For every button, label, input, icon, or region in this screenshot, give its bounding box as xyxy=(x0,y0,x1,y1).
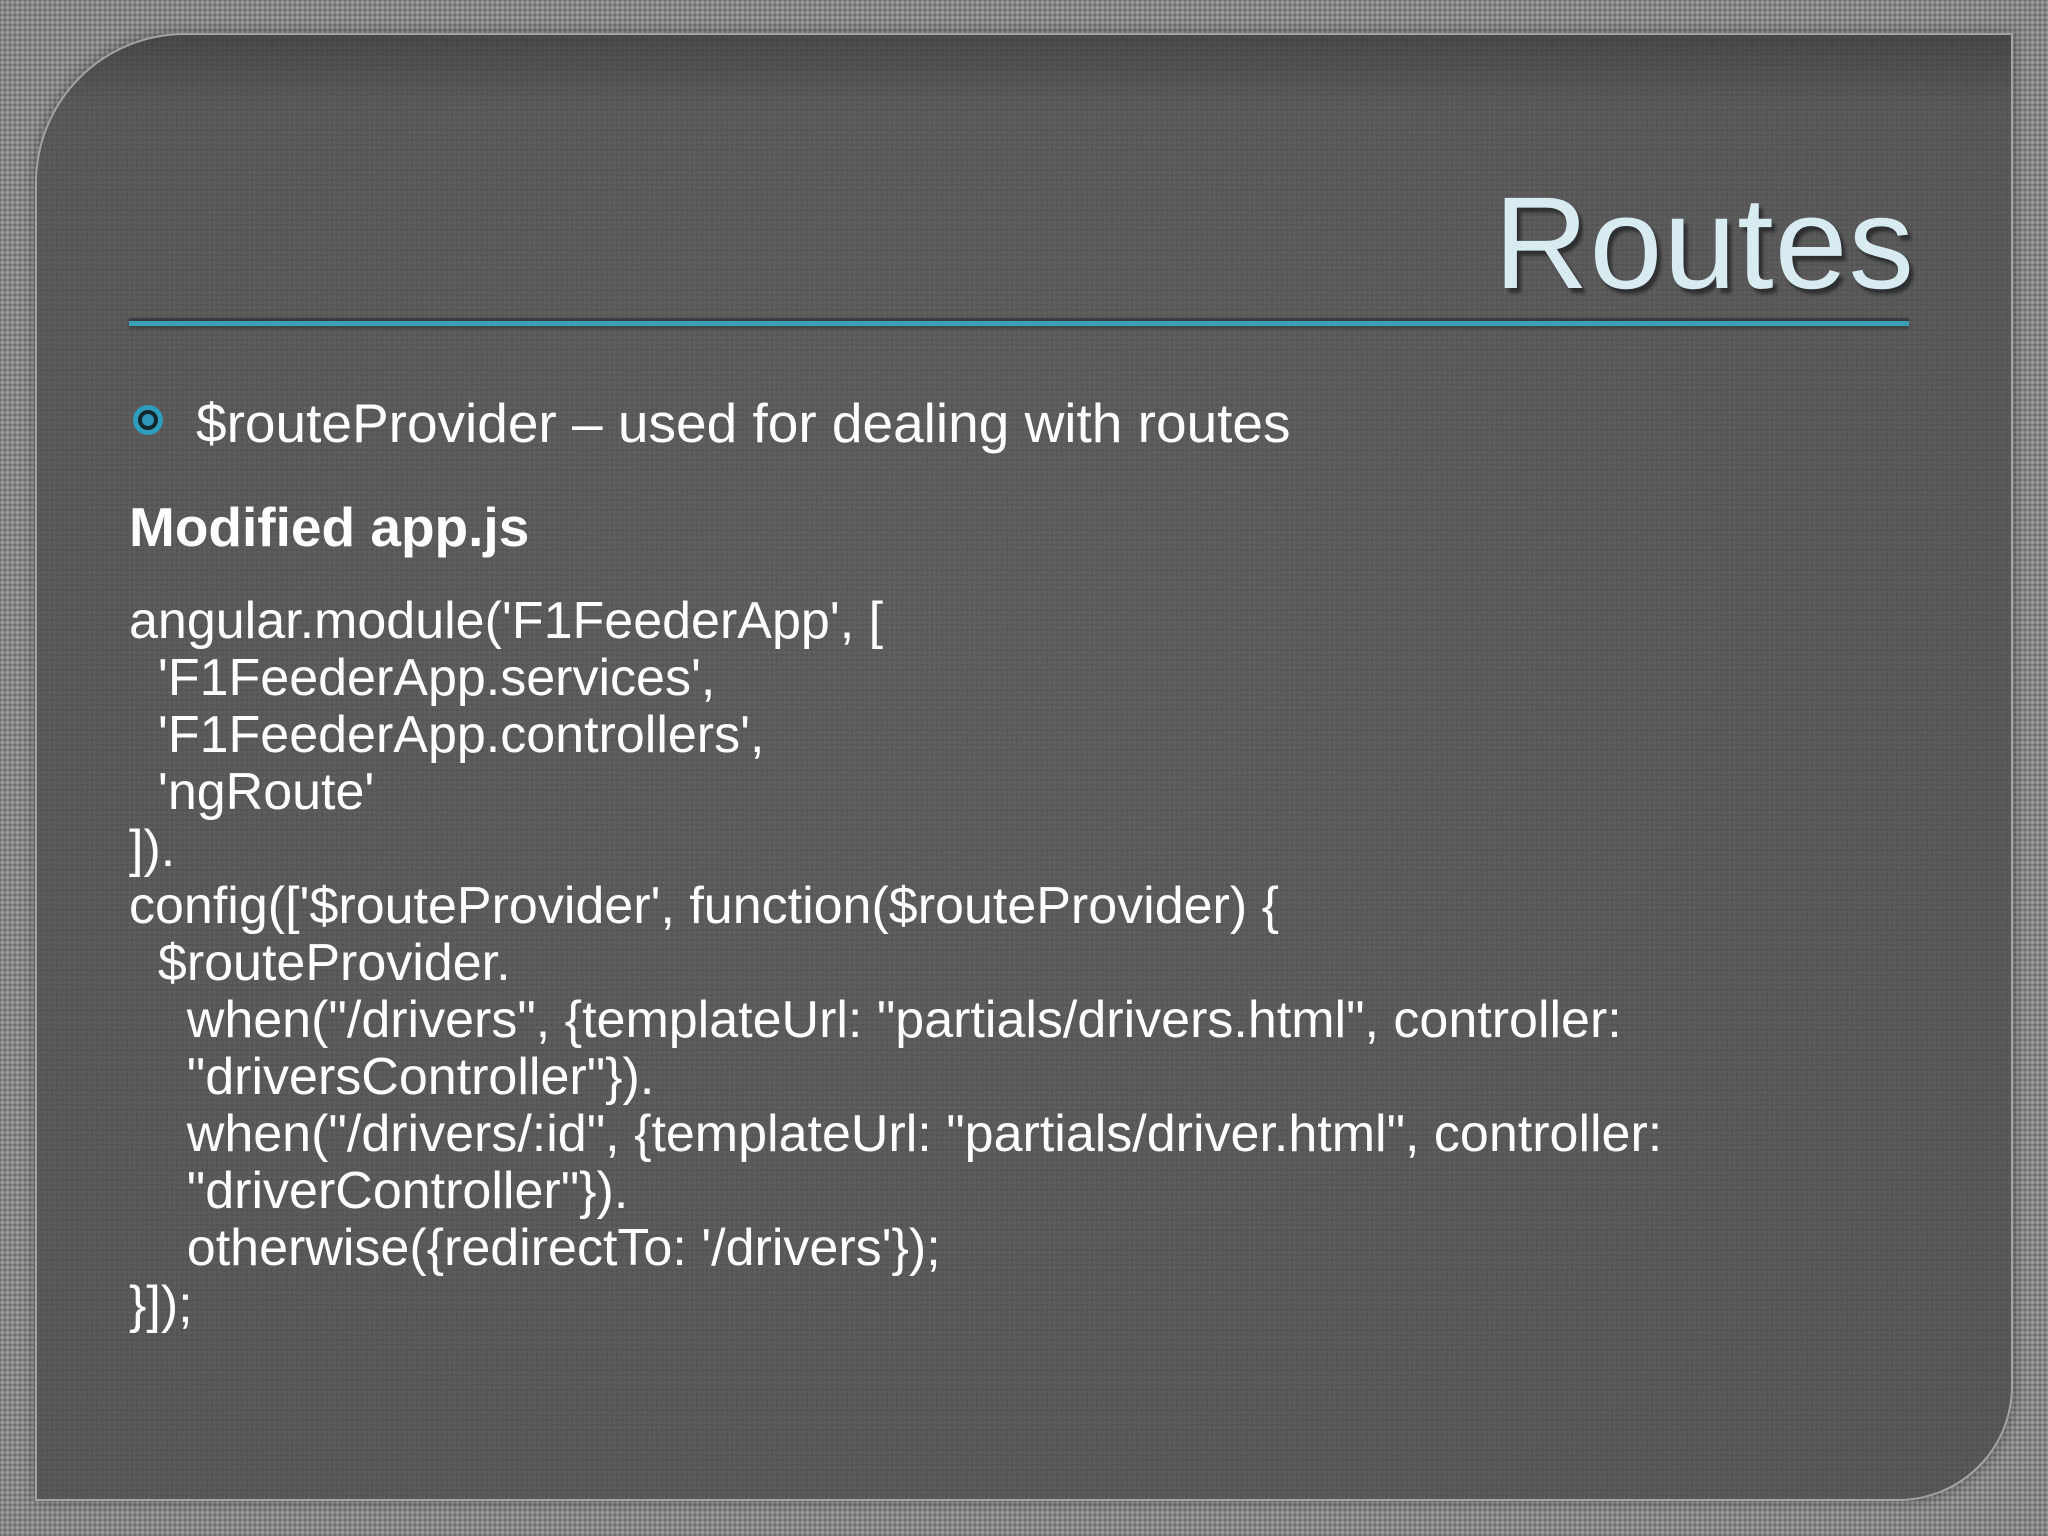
code-line: $routeProvider. xyxy=(129,934,511,992)
code-line: }]); xyxy=(129,1276,193,1334)
code-line: when("/drivers", {templateUrl: "partials… xyxy=(129,991,1622,1049)
code-block: angular.module('F1FeederApp', [ 'F1Feede… xyxy=(129,593,1662,1334)
code-line: otherwise({redirectTo: '/drivers'}); xyxy=(129,1219,941,1277)
code-line: "driverController"}). xyxy=(129,1162,629,1220)
slide-title: Routes xyxy=(1493,169,1915,316)
code-line: 'F1FeederApp.controllers', xyxy=(129,706,765,764)
code-line: angular.module('F1FeederApp', [ xyxy=(129,592,884,650)
code-line: config(['$routeProvider', function($rout… xyxy=(129,877,1279,935)
bullet-text: $routeProvider – used for dealing with r… xyxy=(196,392,1291,454)
code-line: ]). xyxy=(129,820,176,878)
title-divider-line xyxy=(129,321,1909,326)
code-line: 'ngRoute' xyxy=(129,763,375,821)
radio-bullet-dot-icon xyxy=(142,414,154,426)
bullet-item: $routeProvider – used for dealing with r… xyxy=(133,393,1291,454)
code-subheading: Modified app.js xyxy=(129,496,530,558)
slide-panel: Routes $routeProvider – used for dealing… xyxy=(35,33,2013,1501)
code-line: "driversController"}). xyxy=(129,1048,655,1106)
code-line: when("/drivers/:id", {templateUrl: "part… xyxy=(129,1105,1663,1163)
code-line: 'F1FeederApp.services', xyxy=(129,649,716,707)
radio-bullet-icon xyxy=(133,405,163,435)
